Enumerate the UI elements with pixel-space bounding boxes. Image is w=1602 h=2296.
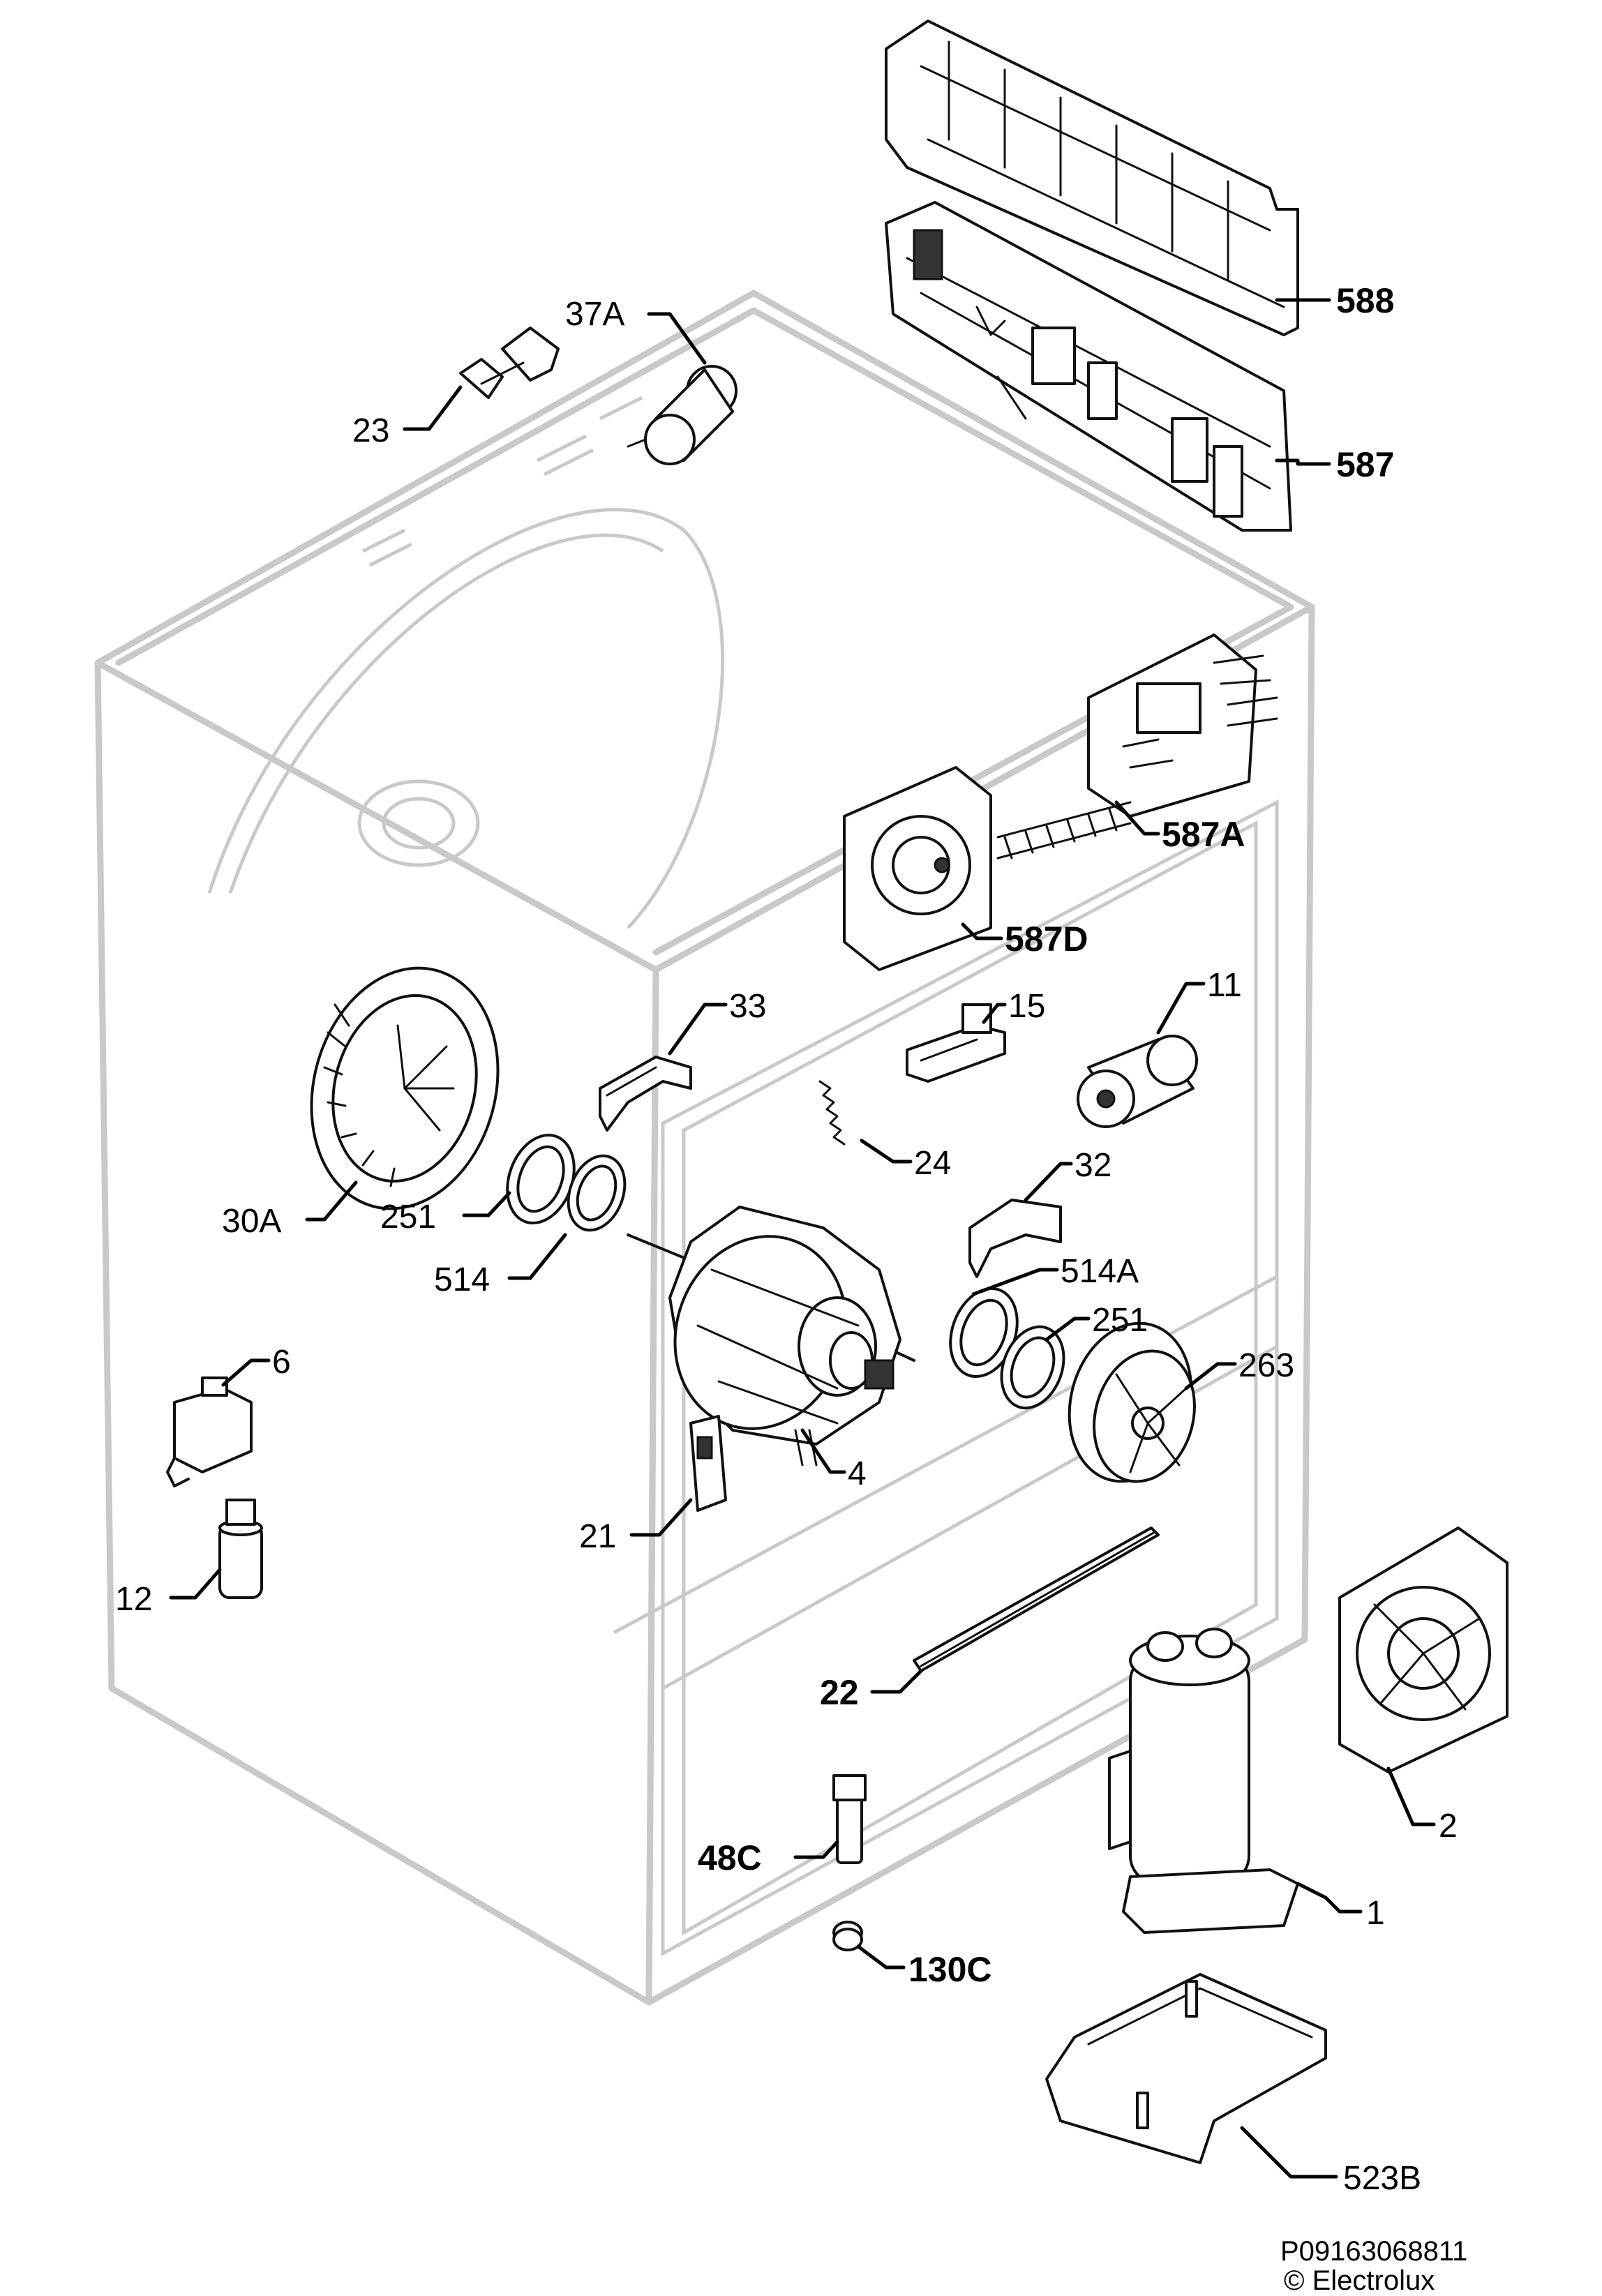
- label-1: 1: [1366, 1895, 1385, 1932]
- motor-bracket-32: [968, 1199, 1062, 1278]
- fan-wheel-30a: [310, 966, 500, 1210]
- motor-bracket-33: [599, 1056, 692, 1132]
- compressor-base-523b: [1045, 1973, 1327, 2164]
- footer: P09163068811 © Electrolux: [1280, 2236, 1467, 2296]
- label-23: 23: [352, 412, 389, 449]
- thermostat-21: [689, 1415, 727, 1512]
- top-cover-588: [885, 20, 1299, 336]
- label-4: 4: [848, 1455, 867, 1492]
- label-523b: 523B: [1343, 2160, 1421, 2197]
- label-6: 6: [272, 1344, 291, 1381]
- label-24: 24: [914, 1145, 951, 1182]
- label-48c: 48C: [698, 1838, 762, 1877]
- label-587: 587: [1336, 445, 1394, 484]
- label-587a: 587A: [1162, 815, 1245, 854]
- bearing-ring-251-right: [1000, 1325, 1065, 1410]
- grommet-130c: [832, 1921, 863, 1951]
- seal-ring-514-left: [567, 1154, 627, 1232]
- cable-clip-23: [459, 327, 560, 399]
- capacitor-37a: [627, 365, 738, 465]
- label-588: 588: [1336, 281, 1394, 320]
- label-15: 15: [1008, 988, 1045, 1025]
- leader-lines: [169, 298, 1436, 2179]
- label-514: 514: [434, 1261, 490, 1298]
- seal-ring-514a: [949, 1287, 1019, 1378]
- program-selector-587d: [843, 766, 992, 971]
- capacitor-12: [218, 1499, 263, 1599]
- capacitor-11: [1077, 1035, 1198, 1128]
- label-32: 32: [1075, 1147, 1111, 1184]
- label-12: 12: [115, 1581, 152, 1618]
- label-37a: 37A: [565, 296, 624, 333]
- pulley-263: [1068, 1321, 1196, 1483]
- motor-4: [627, 1206, 915, 1466]
- display-board-587a: [996, 633, 1278, 860]
- sensor-48c: [832, 1774, 867, 1864]
- label-263: 263: [1238, 1347, 1294, 1384]
- compressor-1: [1108, 1628, 1299, 1934]
- label-30a: 30A: [222, 1203, 281, 1240]
- cooling-fan-2: [1338, 1526, 1509, 1773]
- label-251-right: 251: [1092, 1302, 1148, 1339]
- solenoid-6: [166, 1376, 253, 1487]
- label-21: 21: [579, 1518, 616, 1555]
- label-33: 33: [729, 988, 766, 1025]
- belt-22: [913, 1526, 1160, 1672]
- label-2: 2: [1439, 1808, 1458, 1845]
- copyright: © Electrolux: [1284, 2265, 1435, 2296]
- spring-24: [818, 1080, 846, 1146]
- label-22: 22: [820, 1673, 859, 1712]
- label-130c: 130C: [908, 1950, 992, 1989]
- label-251-left: 251: [380, 1199, 436, 1236]
- label-11: 11: [1207, 967, 1242, 1004]
- control-board-587: [885, 201, 1292, 532]
- label-587d: 587D: [1005, 920, 1088, 959]
- label-514a: 514A: [1061, 1253, 1139, 1290]
- drawing-code: P09163068811: [1280, 2236, 1467, 2267]
- callout-labels: 588 587 37A 23 587A 587D 33 15 11 24 32 …: [115, 281, 1458, 2197]
